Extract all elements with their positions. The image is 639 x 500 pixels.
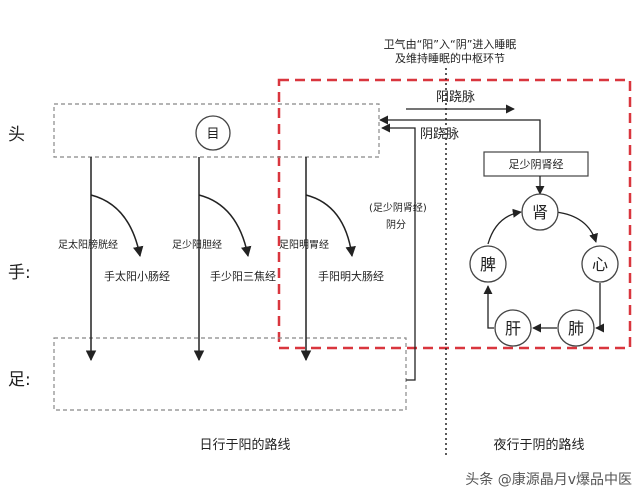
lung-label: 肺 bbox=[568, 319, 584, 338]
yin-branch-line2: 阴分 bbox=[386, 219, 406, 231]
lung-node bbox=[557, 309, 595, 347]
hand-channel-label-2: 手少阳三焦经 bbox=[210, 269, 276, 283]
heart-label: 心 bbox=[592, 255, 608, 274]
eye-node bbox=[195, 115, 231, 151]
spleen-label: 脾 bbox=[480, 255, 496, 274]
row-label-foot: 足: bbox=[8, 370, 31, 390]
heart-to-lung-arrow bbox=[595, 283, 605, 333]
shaoyin-return-line bbox=[381, 123, 416, 381]
foot-band bbox=[53, 337, 407, 411]
shaoyin-kidney-box bbox=[483, 151, 589, 177]
yin-branch-line1: (足少阴肾经) bbox=[369, 201, 427, 214]
kidney-to-heart-arrow bbox=[555, 211, 598, 243]
yang-qiao-label: 阳跷脉 bbox=[436, 89, 475, 105]
liver-label: 肝 bbox=[505, 319, 521, 338]
hand-branch-arrow-1 bbox=[90, 194, 144, 258]
night-path-label: 夜行于阴的路线 bbox=[493, 437, 584, 453]
hand-branch-arrow-3 bbox=[305, 194, 356, 258]
heart-node bbox=[581, 245, 619, 283]
top-note-line2: 及维持睡眠的中枢环节 bbox=[395, 51, 505, 65]
foot-channel-label-1: 足太阳膀胱经 bbox=[58, 238, 118, 251]
hand-channel-label-1: 手太阳小肠经 bbox=[104, 269, 170, 283]
day-path-label: 日行于阳的路线 bbox=[199, 437, 290, 453]
night-region-frame bbox=[277, 78, 632, 350]
spleen-to-kidney-arrow bbox=[487, 208, 522, 245]
hand-branch-arrow-2 bbox=[198, 194, 252, 258]
row-label-hand: 手: bbox=[8, 263, 31, 283]
foot-channel-label-2: 足少阳胆经 bbox=[172, 238, 222, 251]
kidney-node bbox=[521, 193, 559, 231]
liver-node bbox=[494, 309, 532, 347]
liver-to-spleen-arrow bbox=[483, 285, 494, 329]
top-note-line1: 卫气由“阳”入“阴”进入睡眠 bbox=[384, 37, 517, 51]
head-band bbox=[53, 103, 380, 158]
yin-qiao-arrow bbox=[379, 115, 541, 152]
spleen-node bbox=[469, 245, 507, 283]
kidney-label: 肾 bbox=[532, 203, 548, 222]
eye-node-label: 目 bbox=[206, 127, 219, 142]
shaoyin-kidney-label: 足少阴肾经 bbox=[509, 158, 564, 171]
yin-qiao-label: 阴跷脉 bbox=[420, 126, 459, 142]
row-label-head: 头 bbox=[8, 125, 25, 145]
foot-channel-label-3: 足阳明胃经 bbox=[279, 238, 329, 251]
watermark: 头条 @康源晶月v爆品中医 bbox=[465, 471, 632, 488]
hand-channel-label-3: 手阳明大肠经 bbox=[318, 269, 384, 283]
